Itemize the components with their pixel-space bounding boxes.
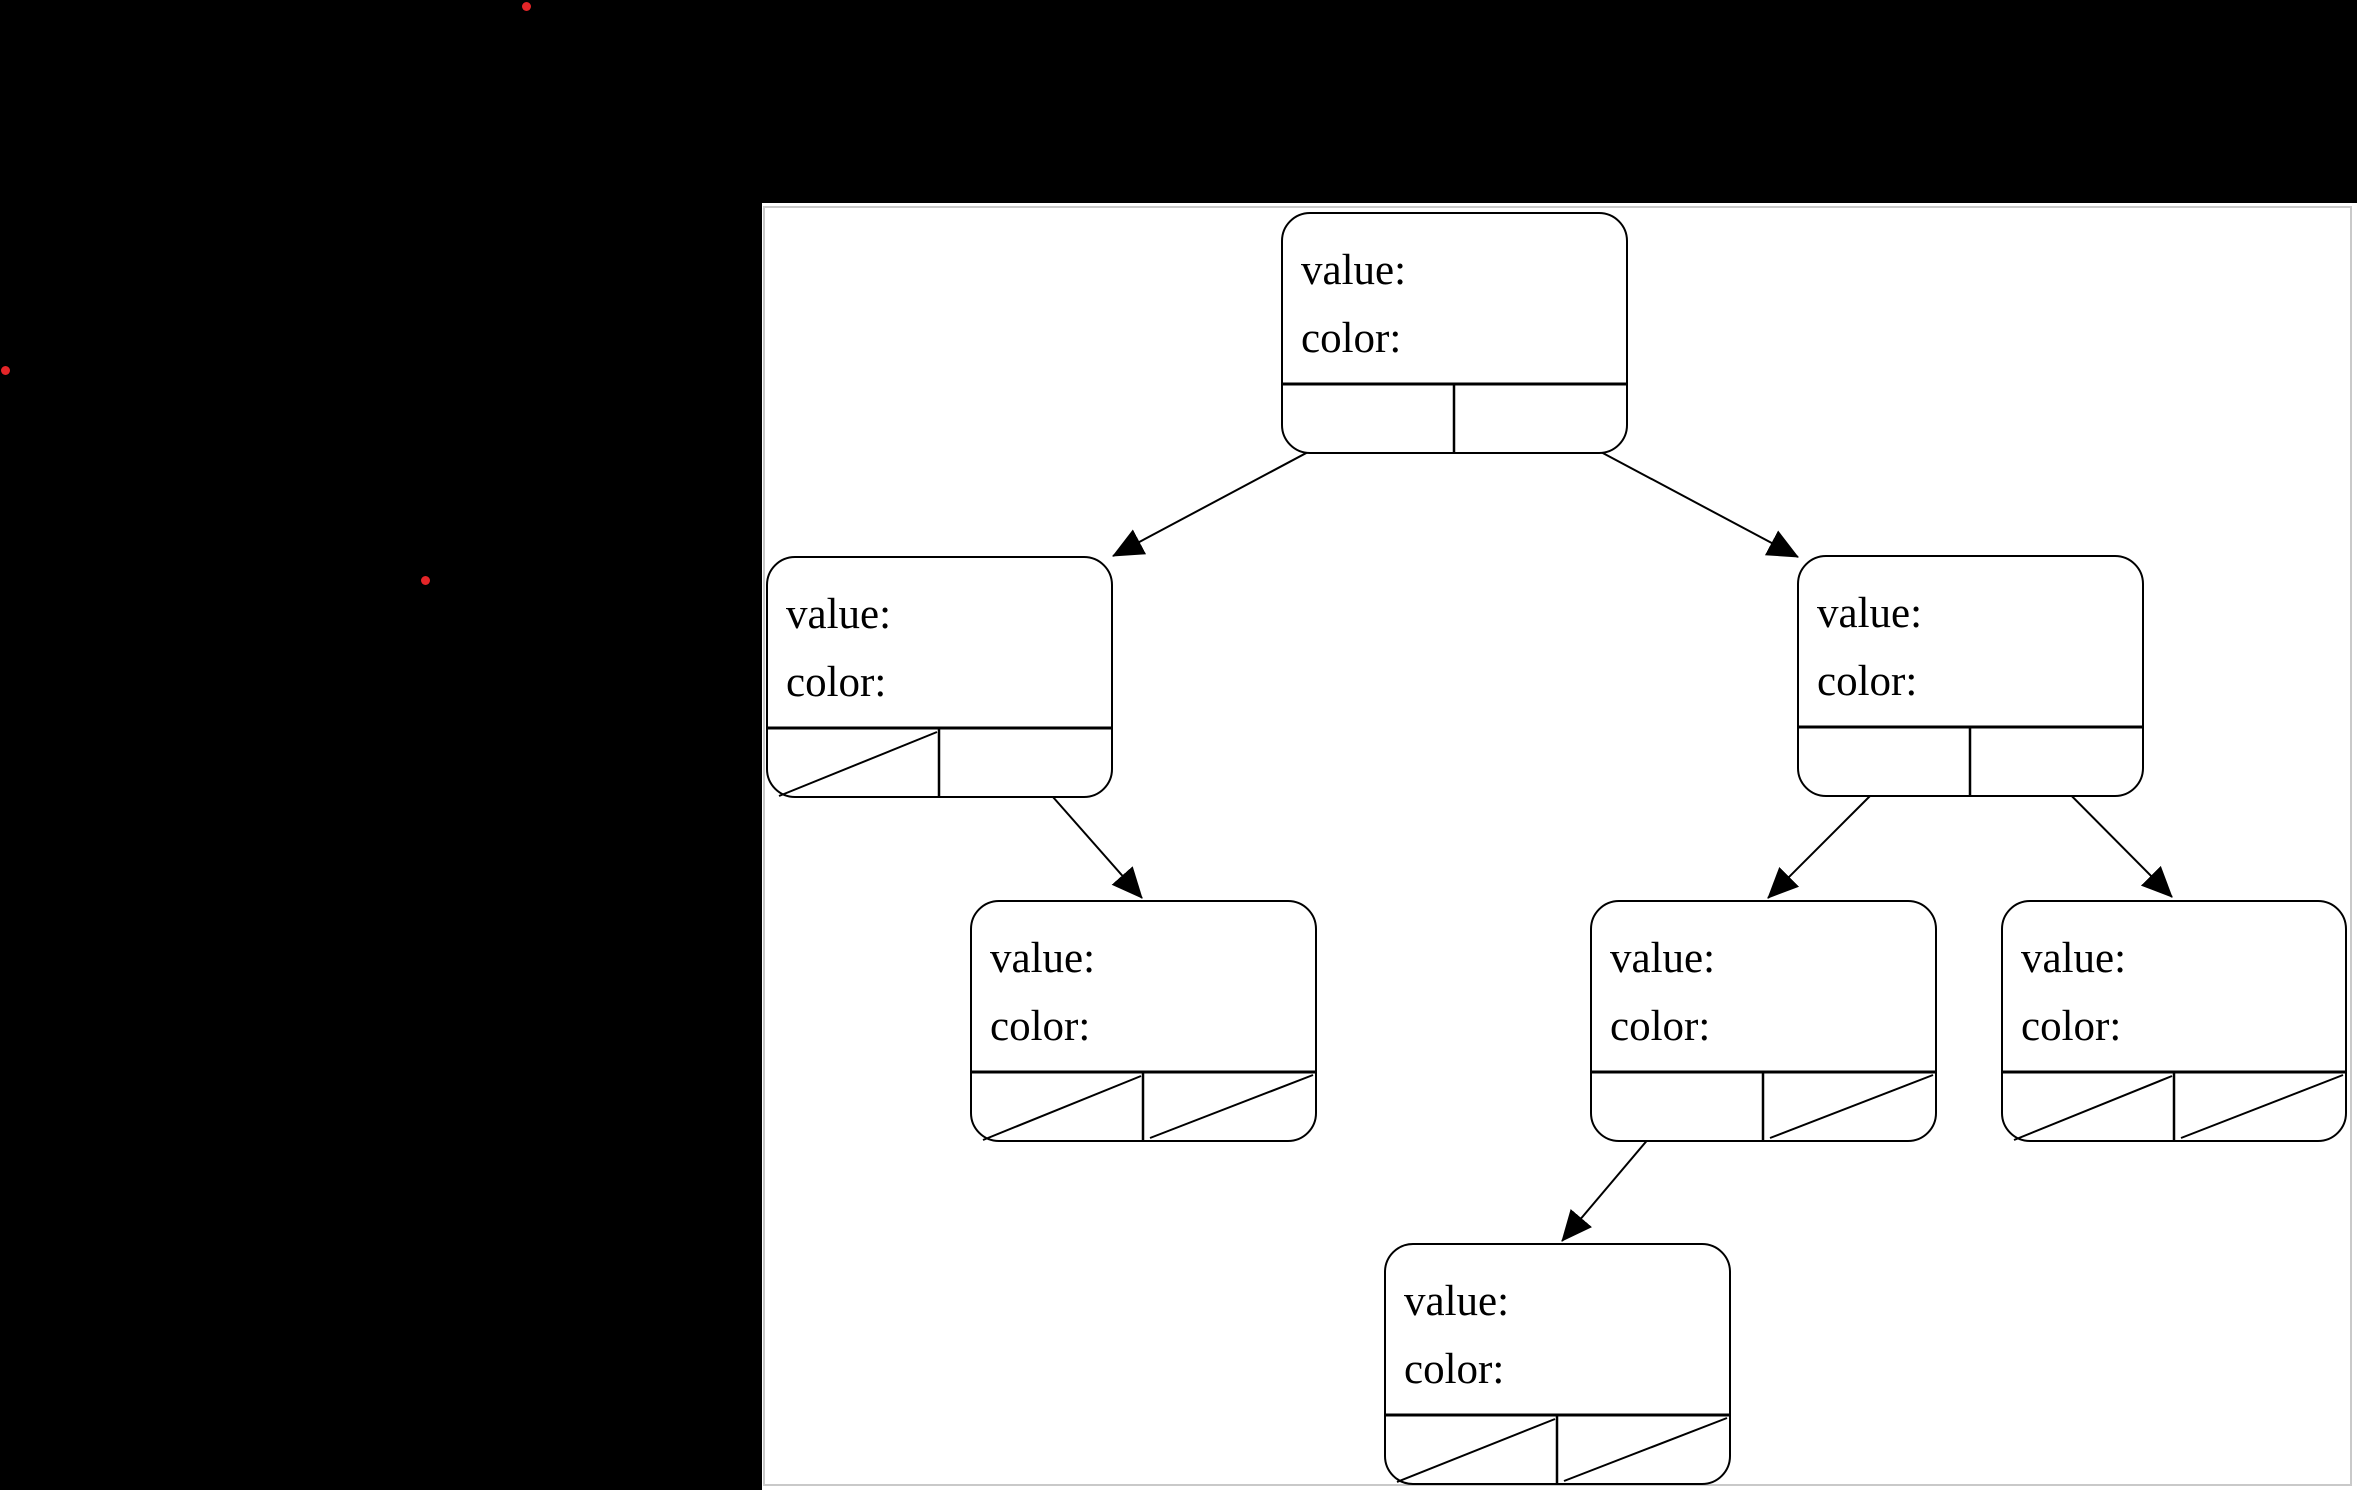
- null-pointer-slash-right: [1563, 1417, 1728, 1482]
- red-pointer-dot: [420, 575, 430, 585]
- tree-node-right-right-grandchild: value: color:: [2001, 900, 2347, 1142]
- node-color-label: color:: [1404, 1346, 1504, 1393]
- tree-node-root: value: color:: [1281, 212, 1628, 454]
- tree-node-right-left-grandchild: value: color:: [1590, 900, 1937, 1142]
- tree-node-left-right-grandchild: value: color:: [970, 900, 1317, 1142]
- null-pointer-slash-left: [1396, 1418, 1556, 1483]
- node-value-label: value:: [1817, 590, 1922, 637]
- node-value-label: value:: [1610, 935, 1715, 982]
- node-color-label: color:: [2021, 1003, 2121, 1050]
- red-pointer-dot: [521, 1, 531, 11]
- node-value-label: value:: [2021, 935, 2126, 982]
- red-pointer-dot: [0, 365, 10, 375]
- tree-node-great-grandchild: value: color:: [1384, 1243, 1731, 1485]
- tree-node-right-child: value: color:: [1797, 555, 2144, 797]
- node-value-label: value:: [1404, 1278, 1509, 1325]
- node-value-label: value:: [786, 591, 891, 638]
- node-color-label: color:: [1610, 1003, 1710, 1050]
- null-pointer-slash-left: [982, 1075, 1142, 1141]
- node-color-label: color:: [1301, 315, 1401, 362]
- null-pointer-slash-right: [2180, 1074, 2344, 1139]
- node-value-label: value:: [990, 935, 1095, 982]
- null-pointer-slash-left: [2013, 1075, 2173, 1141]
- null-pointer-slash-right: [1149, 1074, 1314, 1139]
- node-color-label: color:: [786, 659, 886, 706]
- null-pointer-slash-left: [778, 731, 938, 797]
- null-pointer-slash-right: [1769, 1074, 1934, 1139]
- tree-node-left-child: value: color:: [766, 556, 1113, 798]
- node-color-label: color:: [990, 1003, 1090, 1050]
- node-color-label: color:: [1817, 658, 1917, 705]
- node-value-label: value:: [1301, 247, 1406, 294]
